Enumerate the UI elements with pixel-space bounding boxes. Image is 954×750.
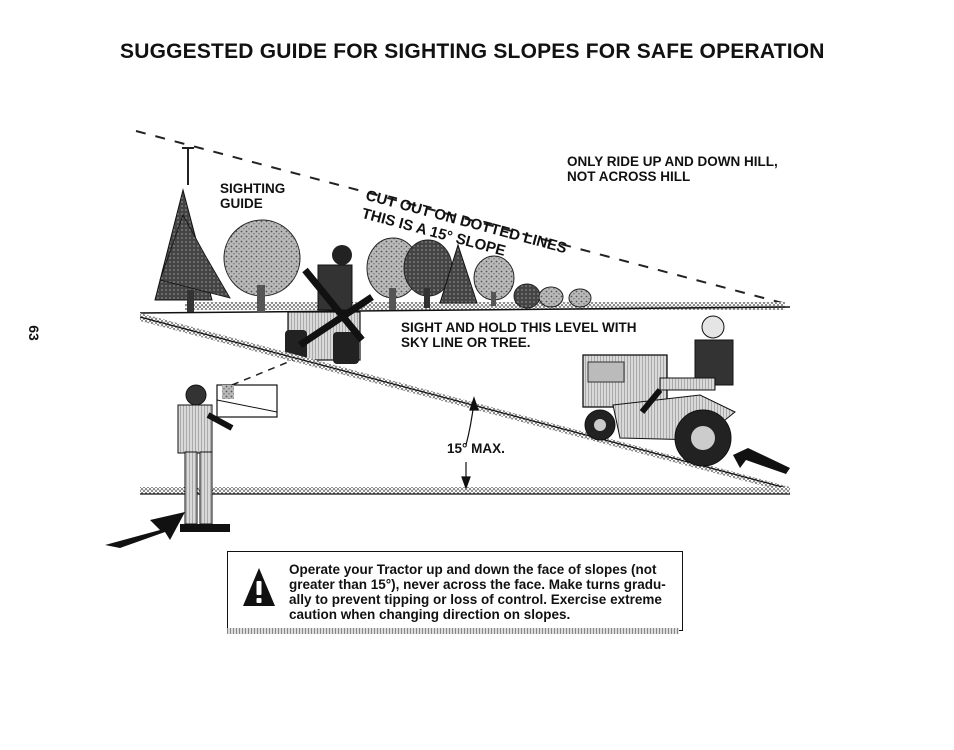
warning-line: Operate your Tractor up and down the fac… <box>289 562 657 577</box>
ground-grass <box>140 487 790 494</box>
person-with-sighting-guide <box>177 384 278 532</box>
pine-tree-icon <box>154 188 231 312</box>
warning-line: greater than 15°), never across the face… <box>289 577 666 592</box>
correct-uphill-tractor <box>582 315 736 467</box>
sight-line-viewer <box>231 359 294 386</box>
warning-box-shadow <box>227 628 679 634</box>
max-angle-indicator <box>461 396 479 490</box>
incorrect-across-slope-tractor <box>285 245 374 364</box>
bush-icon <box>513 283 592 309</box>
max-angle-label: 15° MAX. <box>447 441 505 456</box>
sight-line-upper <box>135 130 791 306</box>
warning-line: ally to prevent tipping or loss of contr… <box>289 592 662 607</box>
direction-arrow-right-icon <box>733 448 790 474</box>
deciduous-tree-icon <box>366 237 420 310</box>
horizon-trees <box>154 188 592 312</box>
pine-tree-icon <box>439 243 478 304</box>
warning-triangle-icon <box>243 568 275 606</box>
deciduous-tree-icon <box>403 239 453 308</box>
page-title: SUGGESTED GUIDE FOR SIGHTING SLOPES FOR … <box>120 40 825 63</box>
ride-instruction: ONLY RIDE UP AND DOWN HILL, NOT ACROSS H… <box>567 154 778 184</box>
horizon-grass <box>185 302 785 310</box>
deciduous-tree-icon <box>223 219 301 312</box>
sight-instruction: SIGHT AND HOLD THIS LEVEL WITH SKY LINE … <box>401 320 637 350</box>
sighting-guide-label: SIGHTING GUIDE <box>220 181 286 211</box>
direction-arrow-left-icon <box>105 512 185 548</box>
deciduous-tree-icon <box>473 255 515 306</box>
warning-box: Operate your Tractor up and down the fac… <box>227 551 683 631</box>
warning-text: Operate your Tractor up and down the fac… <box>289 562 674 622</box>
warning-line: caution when changing direction on slope… <box>289 607 571 622</box>
